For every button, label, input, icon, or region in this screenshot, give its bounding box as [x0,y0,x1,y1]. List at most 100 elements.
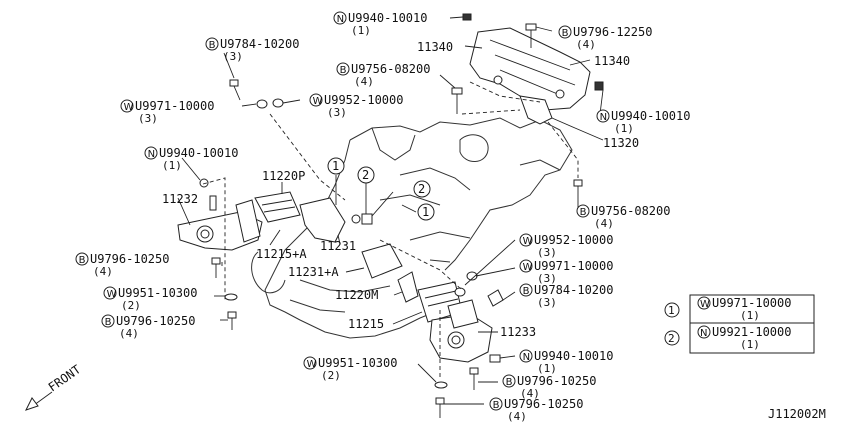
callout-code: U9796-10250 [504,397,583,411]
callout-prefix: B [562,28,569,39]
callout-qty: (4) [594,217,614,230]
callout-prefix: N [523,352,530,363]
callout-qty: (1) [614,122,634,135]
marker-number: 2 [418,182,425,196]
callout-prefix-circle [336,62,350,76]
callout-code: U9796-10250 [116,314,195,328]
upper-bracket-assembly [451,13,604,200]
callout-code: U9784-10200 [534,283,613,297]
callout-prefix: B [580,207,587,218]
marker-number: 1 [332,159,339,173]
callout-qty: (4) [93,265,113,278]
legend-number: 2 [668,332,675,345]
callout-prefix: B [105,317,112,328]
callout-prefix-circle [519,259,533,273]
callout-prefix-circle [333,11,347,25]
callout-prefix-circle [519,283,533,297]
part-label: 11233 [500,325,536,339]
callout-prefix: W [523,236,533,247]
callout-prefix: B [523,286,530,297]
callout-prefix: W [307,359,317,370]
part-label: 11232 [162,192,198,206]
callout-code: U9940-10010 [159,146,238,160]
callout-label: N U9940-10010(1) [596,109,690,135]
callout-prefix: B [506,377,513,388]
legend-prefix: W [700,299,710,310]
callout-label: N U9940-10010(1) [144,146,238,172]
callout-code: U9796-10250 [90,252,169,266]
engine-block-drawing [251,117,573,339]
right-mount-bracket [361,243,504,418]
callout-qty: (2) [121,299,141,312]
callout-prefix-circle [120,99,134,113]
front-arrow: FRONT [25,362,84,411]
callout-code: U9756-08200 [591,204,670,218]
callout-qty: (1) [162,159,182,172]
part-label: 11340 [417,40,453,54]
callout-qty: (3) [138,112,158,125]
callout-prefix-circle [205,37,219,51]
callout-prefix: B [493,400,500,411]
callout-qty: (3) [327,106,347,119]
callout-qty: (4) [520,387,540,400]
callout-qty: (1) [537,362,557,375]
callout-prefix-circle [519,349,533,363]
callout-qty: (3) [223,50,243,63]
leader-lines [177,16,691,405]
callout-qty: (4) [354,75,374,88]
callout-code: U9940-10010 [348,11,427,25]
callout-prefix-circle [502,374,516,388]
callout-qty: (4) [576,38,596,51]
part-label: 11231+A [288,265,339,279]
callout-prefix-circle [558,25,572,39]
callout-label: N U9940-10010(1) [333,11,427,37]
callout-prefix: N [600,112,607,123]
front-label: FRONT [46,362,84,394]
part-label: 11215+A [256,247,307,261]
part-label: 11220M [335,288,378,302]
callout-prefix: B [209,40,216,51]
callout-prefix: W [313,96,323,107]
callout-label: N U9940-10010(1) [519,349,613,375]
callout-prefix: N [337,14,344,25]
callout-qty: (4) [507,410,527,423]
callout-prefix-circle [303,356,317,370]
callout-code: U9971-10000 [534,259,613,273]
marker-number: 1 [422,205,429,219]
callout-code: U9796-12250 [573,25,652,39]
callout-prefix: W [523,262,533,273]
legend-code: U9971-10000 [712,296,791,310]
left-mount-bracket [177,79,373,330]
callout-label: B U9796-12250(4) [558,25,652,51]
callout-label: B U9796-10250(4) [489,397,583,423]
callout-code: U9952-10000 [324,93,403,107]
callout-code: U9940-10010 [534,349,613,363]
callout-prefix-circle [519,233,533,247]
part-label: 11231 [320,239,356,253]
callout-qty: (3) [537,272,557,285]
callout-prefix-circle [144,146,158,160]
callout-code: U9952-10000 [534,233,613,247]
legend-number: 1 [668,304,675,317]
callout-prefix: N [148,149,155,160]
callout-qty: (1) [351,24,371,37]
callout-prefix-circle [101,314,115,328]
part-label: 11340 [594,54,630,68]
marker-number: 2 [362,168,369,182]
diagram-code: J112002M [768,407,826,421]
callout-prefix-circle [596,109,610,123]
part-label: 11320 [603,136,639,150]
callout-code: U9940-10010 [611,109,690,123]
callout-prefix-circle [489,397,503,411]
